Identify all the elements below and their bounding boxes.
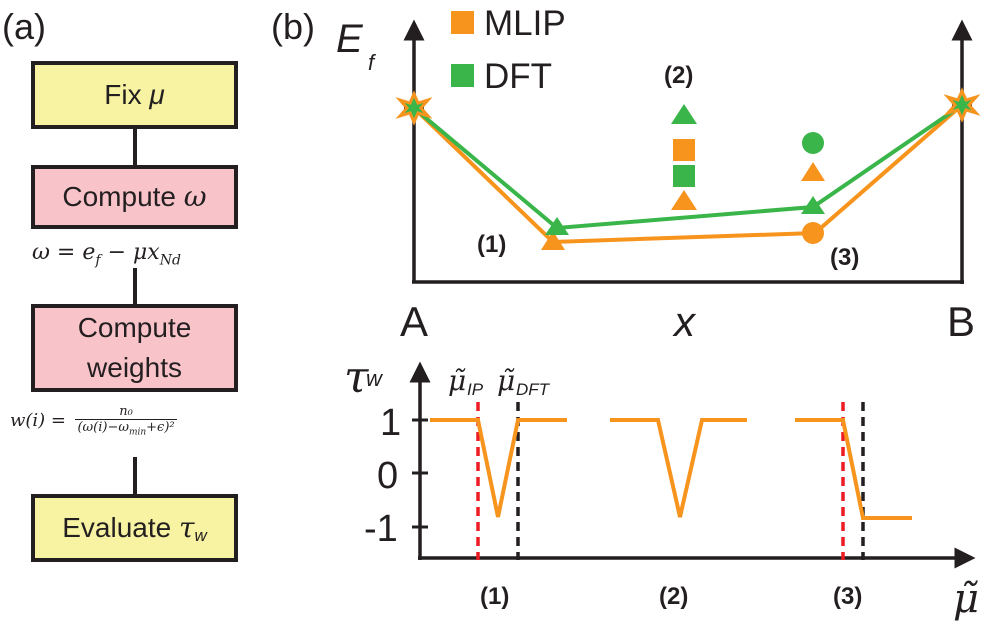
step-text: Fix: [104, 79, 150, 110]
bottom-plot-axes: [409, 361, 976, 569]
ytick-label-minus-1: -1: [364, 508, 398, 550]
denominator: (ω(i)−ωmin+ϵ)²: [77, 420, 174, 438]
x-axis-label: x: [672, 298, 697, 345]
tau-subscript: w: [194, 526, 207, 545]
connector: [133, 457, 137, 495]
ytick-label-0: 0: [377, 455, 398, 497]
dft-point-3-triangle: [801, 196, 825, 214]
dft-point-2-square: [673, 165, 695, 187]
weight-equation: w(i) = n₀ (ω(i)−ωmin+ϵ)²: [10, 404, 177, 438]
step-compute-omega: Compute ω: [31, 165, 238, 229]
eq-sub: min: [128, 427, 147, 438]
legend-label-dft: DFT: [484, 57, 552, 96]
eq-part: (ω(i)−ω: [77, 420, 129, 435]
bottom-annotation-2: (2): [659, 583, 688, 610]
bottom-annotation-3: (3): [833, 583, 862, 610]
eq-sub: Nd: [159, 252, 181, 269]
annotation-2: (2): [664, 62, 693, 89]
tau-curve-1: [430, 418, 567, 518]
legend-swatch-mlip: [451, 11, 474, 34]
mu-symbol: μ: [149, 79, 165, 110]
mlip-point-2-triangle: [671, 190, 697, 210]
legend-label-mlip: MLIP: [484, 4, 566, 43]
dft-point-2-triangle: [671, 104, 697, 124]
omega-equation: ω = ef − μxNd: [32, 240, 181, 268]
omega-symbol: ω: [183, 180, 207, 213]
step-text: Compute weights: [77, 312, 192, 383]
ef-axis-subscript: f: [368, 50, 377, 75]
ytick-label-1: 1: [380, 402, 401, 444]
ef-axis-label: E: [336, 17, 364, 61]
dft-point-1-triangle: [545, 217, 569, 235]
endpoint-b-label: B: [947, 298, 975, 345]
step-fix-mu: Fix μ: [31, 61, 238, 129]
annotation-1: (1): [477, 231, 506, 258]
mlip-point-3-circle: [802, 222, 824, 244]
step-text: Compute: [62, 181, 184, 212]
mu-ip-subscript: IP: [467, 380, 484, 399]
tau-curve-2: [610, 418, 747, 518]
endpoint-a-label: A: [400, 298, 428, 345]
mu-ip-label: μ̃: [448, 364, 466, 397]
eq-part: +ϵ)²: [146, 420, 175, 435]
tau-curve-3: [795, 418, 912, 520]
eq-part: ω = e: [32, 240, 96, 265]
dft-hull-line: [412, 103, 964, 231]
connector: [133, 268, 137, 304]
step-compute-weights: Compute weights: [31, 304, 238, 392]
eq-part: − μx: [100, 240, 160, 265]
bottom-annotation-1: (1): [480, 583, 509, 610]
connector: [133, 129, 137, 166]
legend-swatch-dft: [451, 64, 474, 87]
mu-axis-label: μ̃: [953, 576, 979, 622]
star-a: [395, 90, 433, 126]
annotation-3: (3): [830, 244, 859, 271]
step-text: Evaluate: [62, 512, 179, 543]
mu-dft-label: μ̃: [497, 364, 515, 397]
tau-symbol: τ: [178, 511, 195, 544]
tau-axis-label: τ: [344, 352, 369, 403]
weight-fraction: n₀ (ω(i)−ωmin+ϵ)²: [75, 404, 177, 438]
panel-b-label: (b): [271, 6, 315, 47]
star-b: [943, 87, 981, 123]
tau-axis-subscript: w: [366, 366, 384, 391]
mlip-point-3-triangle: [801, 162, 825, 181]
numerator: n₀: [75, 404, 177, 420]
legend: MLIP DFT: [451, 4, 566, 96]
mlip-hull-line: [412, 103, 964, 245]
panel-a-label: (a): [2, 6, 46, 47]
dft-point-3-circle: [802, 132, 824, 154]
eq-part: w(i) =: [10, 409, 72, 431]
eq-sub: f: [95, 252, 101, 269]
mlip-point-1-triangle: [541, 231, 565, 250]
mu-dft-subscript: DFT: [516, 380, 551, 399]
mlip-point-2-square: [673, 139, 695, 161]
